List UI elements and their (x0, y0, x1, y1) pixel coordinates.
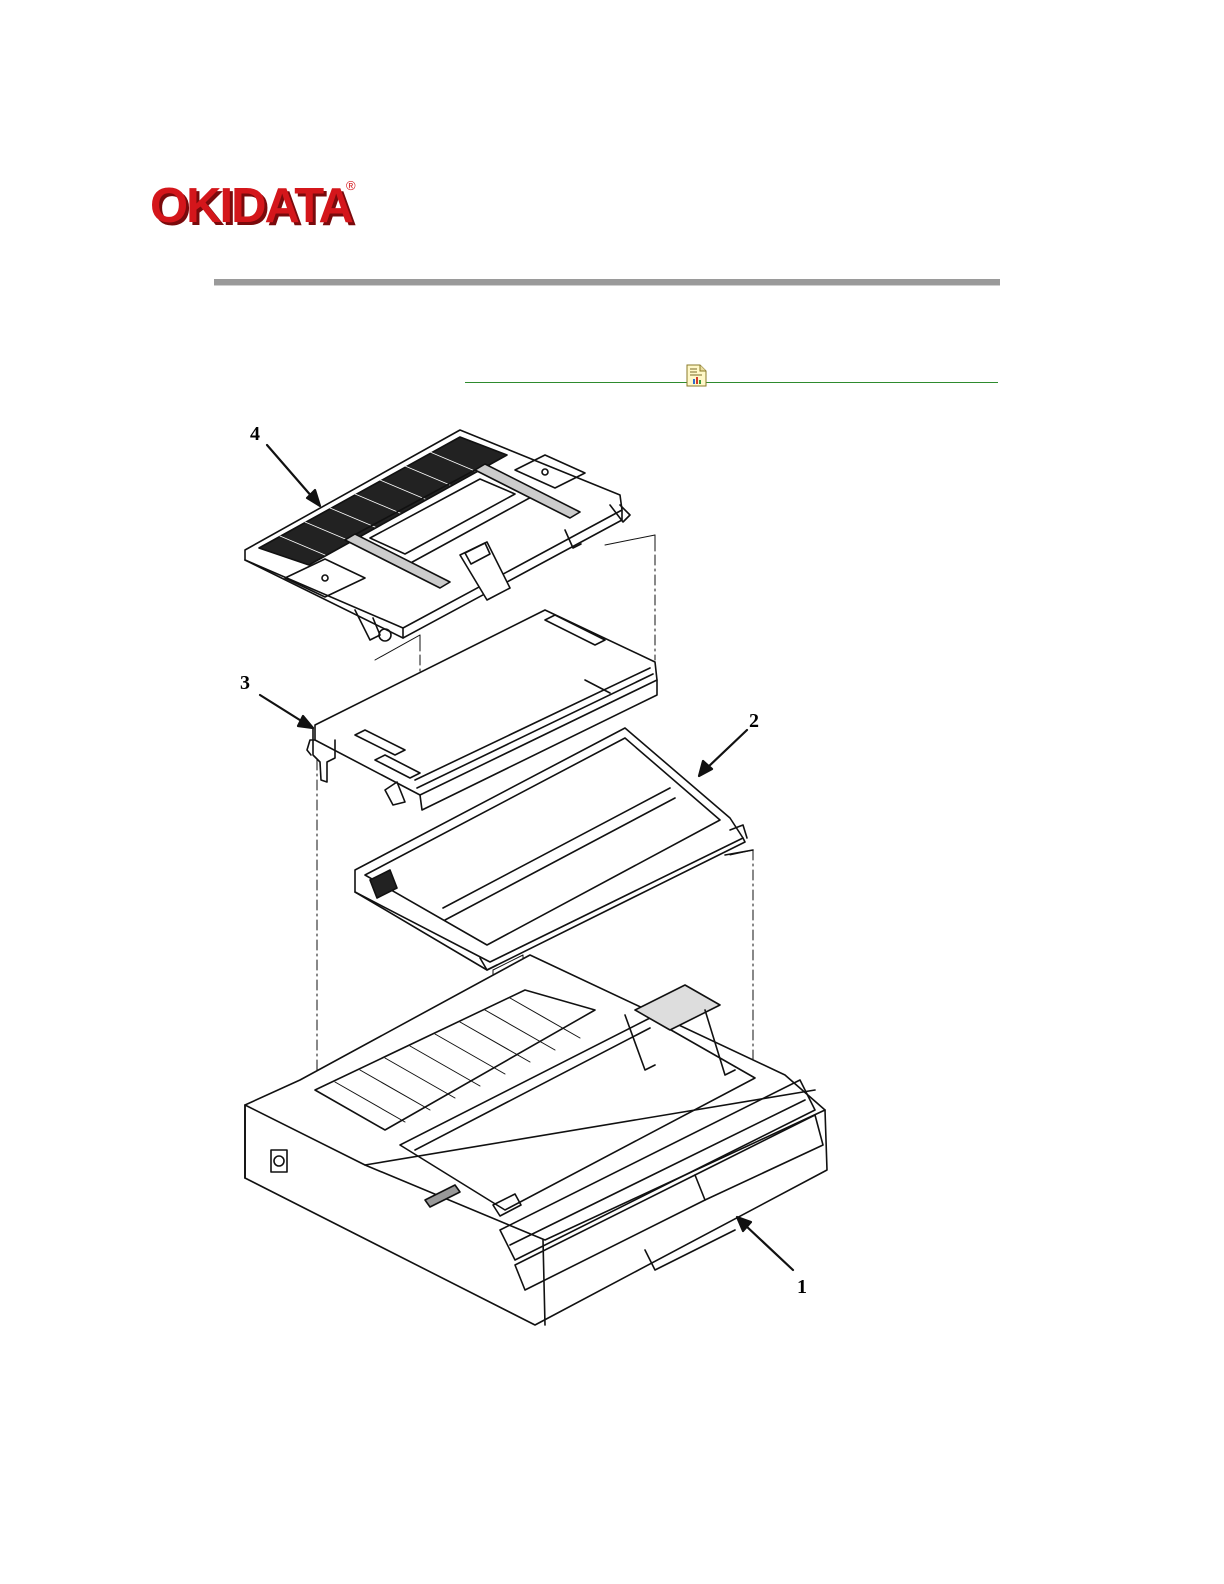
callout-1: 1 (797, 1276, 807, 1299)
okidata-logo: OKIDATA OKIDATA ® (150, 172, 365, 234)
registered-mark: ® (346, 178, 356, 193)
document-chart-icon[interactable] (686, 364, 707, 387)
part-4-top-cover (245, 430, 630, 641)
link-underline (465, 382, 998, 383)
callout-2: 2 (749, 710, 759, 733)
callout-4: 4 (250, 423, 260, 446)
part-1-lower-case (245, 955, 827, 1325)
logo-wordmark: OKIDATA (150, 179, 354, 233)
callout-3: 3 (240, 672, 250, 695)
printer-exploded-diagram: 4 3 2 1 (225, 410, 845, 1335)
header-divider (214, 279, 1000, 286)
